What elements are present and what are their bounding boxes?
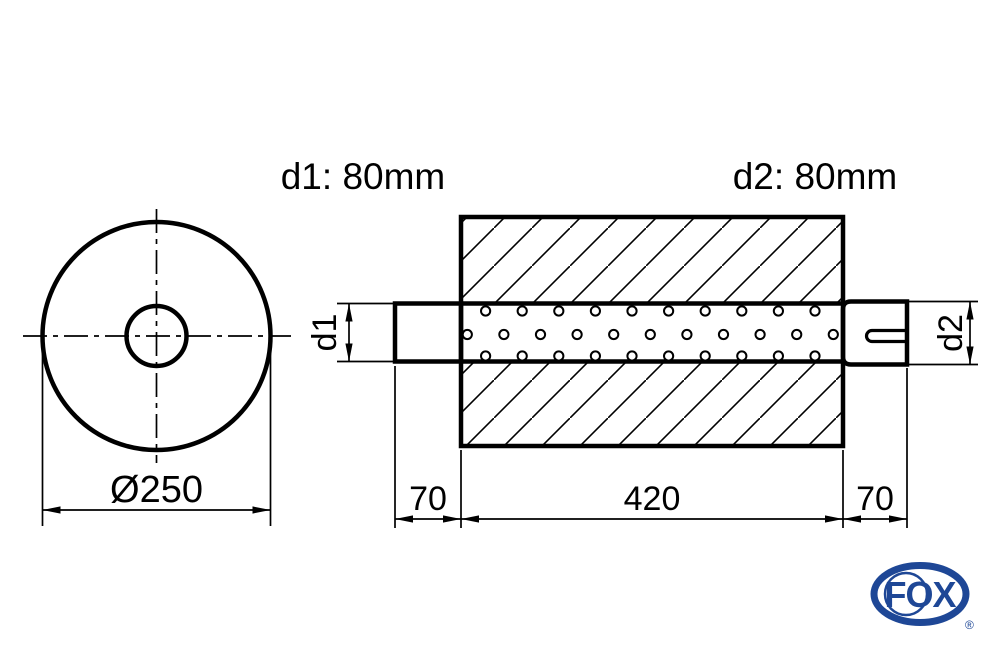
clamp-slot [864,328,907,344]
arrowhead [825,515,843,523]
diameter-dimension-label: Ø250 [110,469,203,511]
arrowhead [889,515,907,523]
d1-dimension-label: d1 [306,314,344,352]
arrowhead [395,515,413,523]
arrowhead-down [966,346,974,365]
outlet-stub-length-label: 70 [856,480,894,518]
arrowhead [443,515,461,523]
diameter-dimension: Ø250 [41,342,272,526]
logo-inner-ring [883,571,929,617]
perforation-holes [461,305,839,362]
d2-dimension: d2 [905,300,978,366]
d2-dimension-label: d2 [932,314,970,352]
inner-bore-circle [124,303,189,369]
d1-dimension: d1 [306,302,395,363]
outlet-pipe [840,299,910,367]
arrowhead-up [966,301,974,320]
arrowhead-up [345,303,353,322]
arrowhead-right [252,506,271,514]
muffler-body-outline [458,214,846,449]
logo-brand-text: FOX [884,574,956,615]
outlet-diameter-title: d2: 80mm [733,156,898,197]
inlet-diameter-title: d1: 80mm [281,156,446,197]
length-dimensions: 70 420 70 [394,366,908,528]
arrowhead [843,515,861,523]
side-view [392,214,910,449]
arrowhead [461,515,479,523]
body-length-label: 420 [624,480,681,518]
outer-shell-circle [40,219,273,453]
inlet-pipe [392,301,464,364]
arrowhead-down [345,343,353,362]
logo-oval [870,562,970,626]
hatch-area-top [461,217,843,304]
front-view: Ø250 [23,209,291,526]
registered-trademark-icon: ® [965,618,974,632]
hatch-area-bottom [461,361,843,446]
inlet-stub-length-label: 70 [409,480,447,518]
arrowhead-left [42,506,61,514]
fox-logo: FOX ® [870,562,974,632]
